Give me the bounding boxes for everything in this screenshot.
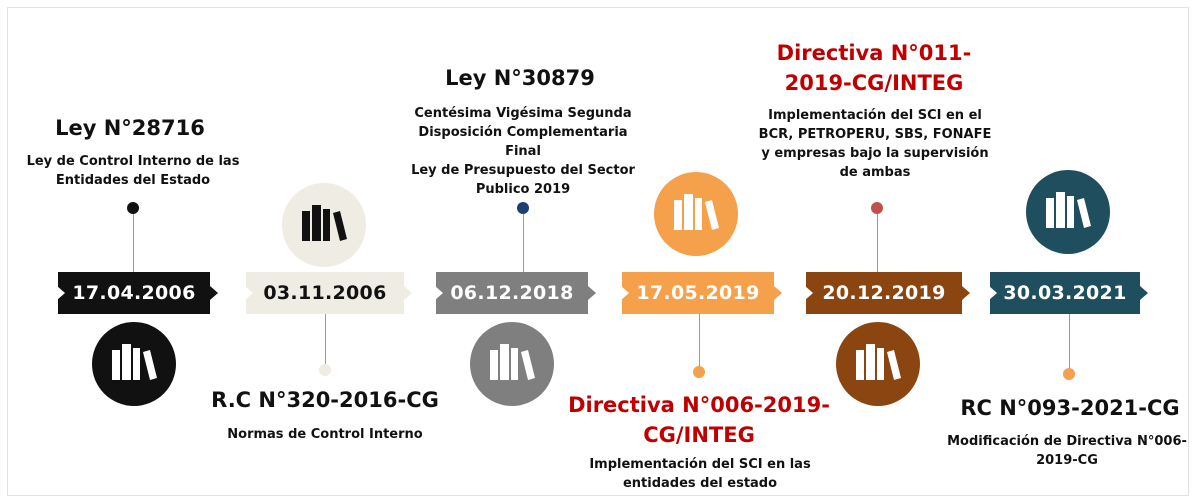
milestone-2-description: Normas de Control Interno xyxy=(227,427,423,442)
milestone-1-marker xyxy=(127,202,139,214)
milestone-2-date: 03.11.2006 xyxy=(245,272,412,314)
milestone-3-date: 06.12.2018 xyxy=(435,272,596,314)
books-icon xyxy=(92,322,176,406)
milestone-5-title: Directiva N°011- 2019-CG/INTEG xyxy=(776,41,972,95)
milestone-5-date: 20.12.2019 xyxy=(805,272,970,314)
milestone-6-date: 30.03.2021 xyxy=(989,272,1148,314)
milestone-6-title: RC N°093-2021-CG xyxy=(960,396,1180,420)
milestone-4-title: Directiva N°006-2019- CG/INTEG xyxy=(568,393,830,447)
milestone-3-description: Centésima Vigésima Segunda Disposición C… xyxy=(411,106,635,197)
milestone-3-marker xyxy=(517,202,529,214)
books-icon xyxy=(282,183,366,267)
milestone-5-connector xyxy=(877,214,878,272)
milestone-3-title: Ley N°30879 xyxy=(445,66,595,90)
milestone-4-marker xyxy=(693,366,705,378)
milestone-1-connector xyxy=(133,214,134,272)
milestone-5-marker xyxy=(871,202,883,214)
books-icon xyxy=(836,322,920,406)
books-icon xyxy=(1026,170,1110,254)
milestone-3-connector xyxy=(523,214,524,272)
milestone-4-description: Implementación del SCI en las entidades … xyxy=(589,457,811,491)
milestone-4-date: 17.05.2019 xyxy=(621,272,782,314)
books-icon xyxy=(654,172,738,256)
milestone-4-connector xyxy=(699,314,700,370)
milestone-6-description: Modificación de Directiva N°006- 2019-CG xyxy=(947,434,1187,468)
milestone-1-date: 17.04.2006 xyxy=(57,272,218,314)
books-icon xyxy=(470,322,554,406)
milestone-5-description: Implementación del SCI en el BCR, PETROP… xyxy=(758,108,992,180)
milestone-6-marker xyxy=(1063,368,1075,380)
timeline-frame xyxy=(7,7,1189,496)
milestone-2-title: R.C N°320-2016-CG xyxy=(211,388,439,412)
milestone-1-title: Ley N°28716 xyxy=(55,116,205,140)
milestone-1-description: Ley de Control Interno de las Entidades … xyxy=(26,154,240,188)
milestone-6-connector xyxy=(1069,314,1070,370)
milestone-2-connector xyxy=(325,314,326,366)
milestone-2-marker xyxy=(319,364,331,376)
